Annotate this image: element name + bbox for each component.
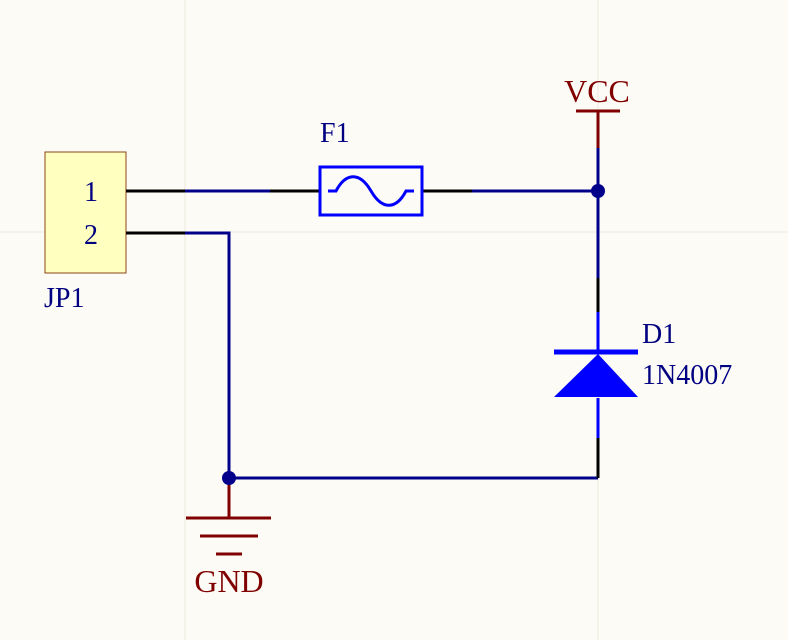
- diode-ref-label: D1: [642, 319, 676, 350]
- connector-body: [44, 151, 127, 274]
- junctions: [222, 184, 605, 485]
- fuse-f1[interactable]: F1: [270, 118, 472, 217]
- fuse-body: [318, 165, 424, 217]
- fuse-element: [328, 175, 414, 207]
- diode-d1[interactable]: D1 1N4007: [554, 278, 732, 478]
- vcc-label: VCC: [564, 73, 630, 109]
- connector-pin-1-label: 1: [84, 177, 98, 208]
- gnd-label: GND: [194, 563, 263, 599]
- vcc-power-port[interactable]: VCC: [564, 73, 630, 148]
- connector-pin-2-label: 2: [84, 220, 98, 251]
- gnd-power-port[interactable]: GND: [186, 478, 271, 599]
- wires: [185, 148, 600, 480]
- diode-triangle: [554, 354, 638, 397]
- junction-gnd: [222, 471, 236, 485]
- junction-vcc: [591, 184, 605, 198]
- wire-pin2-to-gnd-node: [185, 231, 231, 478]
- connector-ref-label: JP1: [44, 283, 84, 314]
- diode-value-label: 1N4007: [642, 360, 732, 391]
- fuse-ref-label: F1: [320, 118, 350, 149]
- connector-jp1[interactable]: 1 2 JP1: [44, 151, 185, 314]
